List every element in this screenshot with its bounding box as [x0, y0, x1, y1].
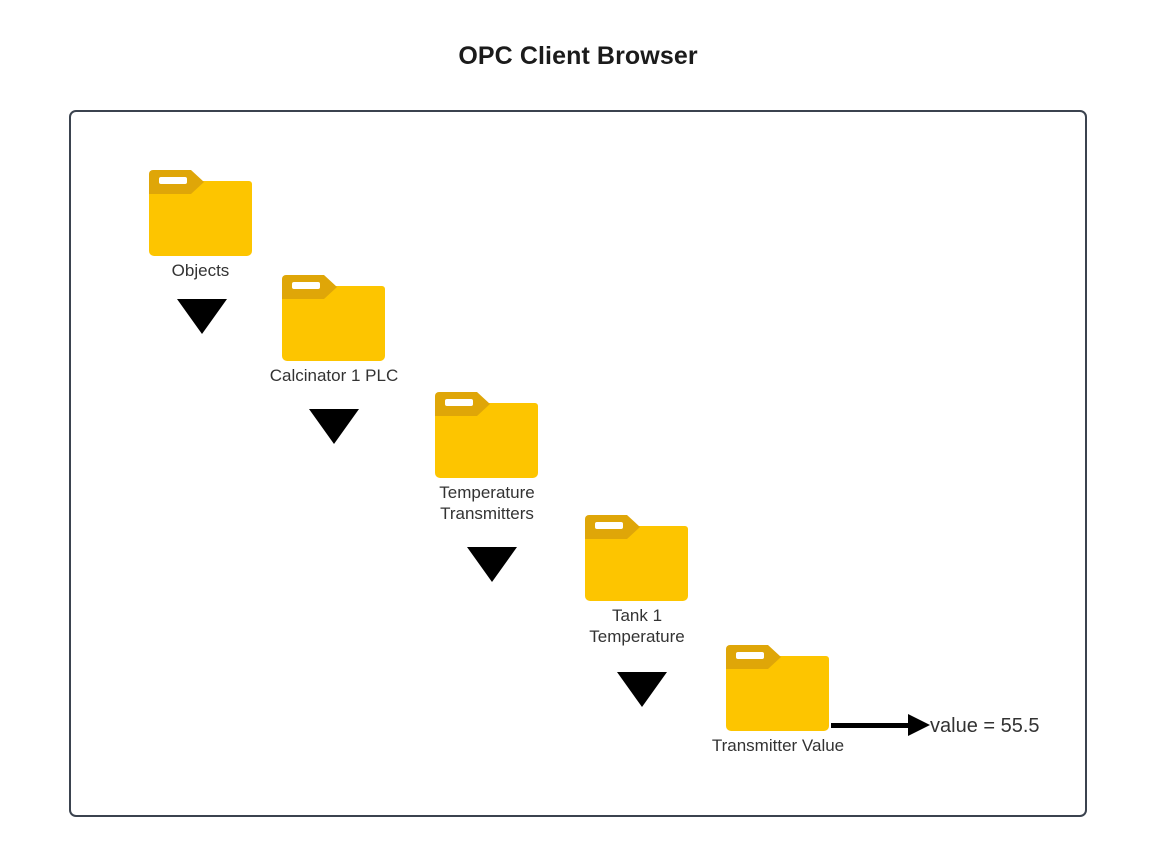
value-annotation: value = 55.5	[930, 715, 1040, 737]
folder-icon	[435, 392, 538, 478]
node-label-calcinator-1-plc: Calcinator 1 PLC	[269, 366, 399, 385]
value-connector-line	[831, 723, 914, 728]
node-label-temperature-transmitters: Temperature Transmitters	[439, 483, 535, 523]
node-calcinator-1-plc[interactable]: Calcinator 1 PLC	[270, 275, 429, 386]
folder-slot	[292, 282, 320, 289]
folder-tab	[435, 392, 490, 416]
node-label-tank-1-temperature: Tank 1 Temperature	[589, 606, 685, 646]
node-temperature-transmitters[interactable]: Temperature Transmitters	[435, 392, 582, 524]
node-label-transmitter-value: Transmitter Value	[711, 736, 845, 755]
node-transmitter-value[interactable]: Transmitter Value	[712, 645, 873, 756]
folder-icon	[282, 275, 385, 361]
folder-tab	[149, 170, 204, 194]
folder-slot	[445, 399, 473, 406]
folder-tab	[282, 275, 337, 299]
diagram-canvas: Objects Calcinator 1 PLC Temperature Tra…	[69, 110, 1087, 817]
node-objects[interactable]: Objects	[149, 170, 252, 281]
folder-slot	[159, 177, 187, 184]
node-label-objects: Objects	[171, 261, 230, 280]
arrow-down-icon-4	[617, 672, 667, 707]
folder-slot	[595, 522, 623, 529]
node-tank-1-temperature[interactable]: Tank 1 Temperature	[585, 515, 732, 647]
folder-icon	[585, 515, 688, 601]
arrow-right-icon	[908, 714, 930, 736]
arrow-down-icon-3	[467, 547, 517, 582]
folder-icon	[726, 645, 829, 731]
folder-tab	[585, 515, 640, 539]
folder-tab	[726, 645, 781, 669]
folder-slot	[736, 652, 764, 659]
arrow-down-icon-1	[177, 299, 227, 334]
page-title: OPC Client Browser	[458, 42, 698, 70]
arrow-down-icon-2	[309, 409, 359, 444]
folder-icon	[149, 170, 252, 256]
